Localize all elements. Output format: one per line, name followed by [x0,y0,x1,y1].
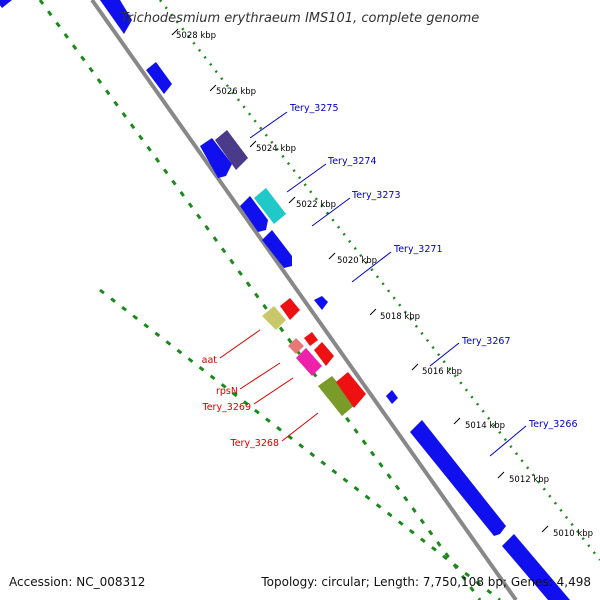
gene-feature [336,372,366,408]
gene-feature [314,342,334,366]
gene-label-tery-3274: Tery_3274 [327,156,377,167]
gene-feature [296,348,322,376]
scale-tick-label: 5014 kbp [465,421,505,431]
scale-tick-label: 5016 kbp [422,367,462,377]
gene-label-tery-3273: Tery_3273 [351,190,401,201]
gene-label-rpsn: rpsN [216,386,238,397]
gene-feature [314,296,328,310]
reverse-gene-labels: aat rpsN Tery_3269 Tery_3268 [202,355,280,449]
gene-feature [240,196,268,232]
gene-label-tery-3271: Tery_3271 [393,244,443,255]
gene-label-aat: aat [202,355,218,366]
scale-tick-marks [171,28,549,533]
gene-feature [304,332,318,346]
scale-tick-label: 5024 kbp [256,144,296,154]
gene-label-tery-3268: Tery_3268 [230,438,280,449]
scale-tick-label: 5010 kbp [553,529,593,539]
gene-feature [262,306,286,330]
reverse-label-leaders [219,329,319,442]
backbone-line [90,0,518,600]
gene-label-tery-3267: Tery_3267 [461,336,511,347]
forward-gene-labels: Tery_3275 Tery_3274 Tery_3273 Tery_3271 … [289,103,578,430]
gene-feature [146,62,172,94]
gene-feature [318,376,356,416]
gene-feature [200,138,232,178]
gene-feature [215,130,248,170]
scale-tick-label: 5022 kbp [296,200,336,210]
scale-tick-label: 5020 kbp [337,256,377,266]
gene-feature [0,0,12,8]
middle-track-dashed [38,0,482,600]
topology-text: Topology: circular; Length: 7,750,108 bp… [260,575,591,589]
map-title: Trichodesmium erythraeum IMS101, complet… [121,11,480,26]
gene-feature [502,534,570,600]
gene-feature [254,188,286,224]
scale-tick-label: 5018 kbp [380,312,420,322]
scale-tick-label: 5028 kbp [176,31,216,41]
gene-feature [386,390,398,404]
gene-label-tery-3266: Tery_3266 [528,419,578,430]
outer-track-dotted [159,0,600,561]
gene-feature [288,338,304,354]
scale-tick-label: 5026 kbp [216,87,256,97]
forward-genes [100,0,570,600]
gene-feature [262,230,292,268]
forward-label-leaders [249,111,527,457]
inner-track-dashed [99,288,501,600]
reverse-genes [0,0,366,416]
scale-tick-label: 5012 kbp [509,475,549,485]
gene-label-tery-3269: Tery_3269 [202,402,252,413]
gene-feature [280,298,300,320]
gene-feature [100,0,132,34]
accession-text: Accession: NC_008312 [9,575,145,589]
gene-feature [410,420,506,536]
scale-tick-labels: 5028 kbp 5026 kbp 5024 kbp 5022 kbp 5020… [176,31,593,539]
gene-label-tery-3275: Tery_3275 [289,103,339,114]
